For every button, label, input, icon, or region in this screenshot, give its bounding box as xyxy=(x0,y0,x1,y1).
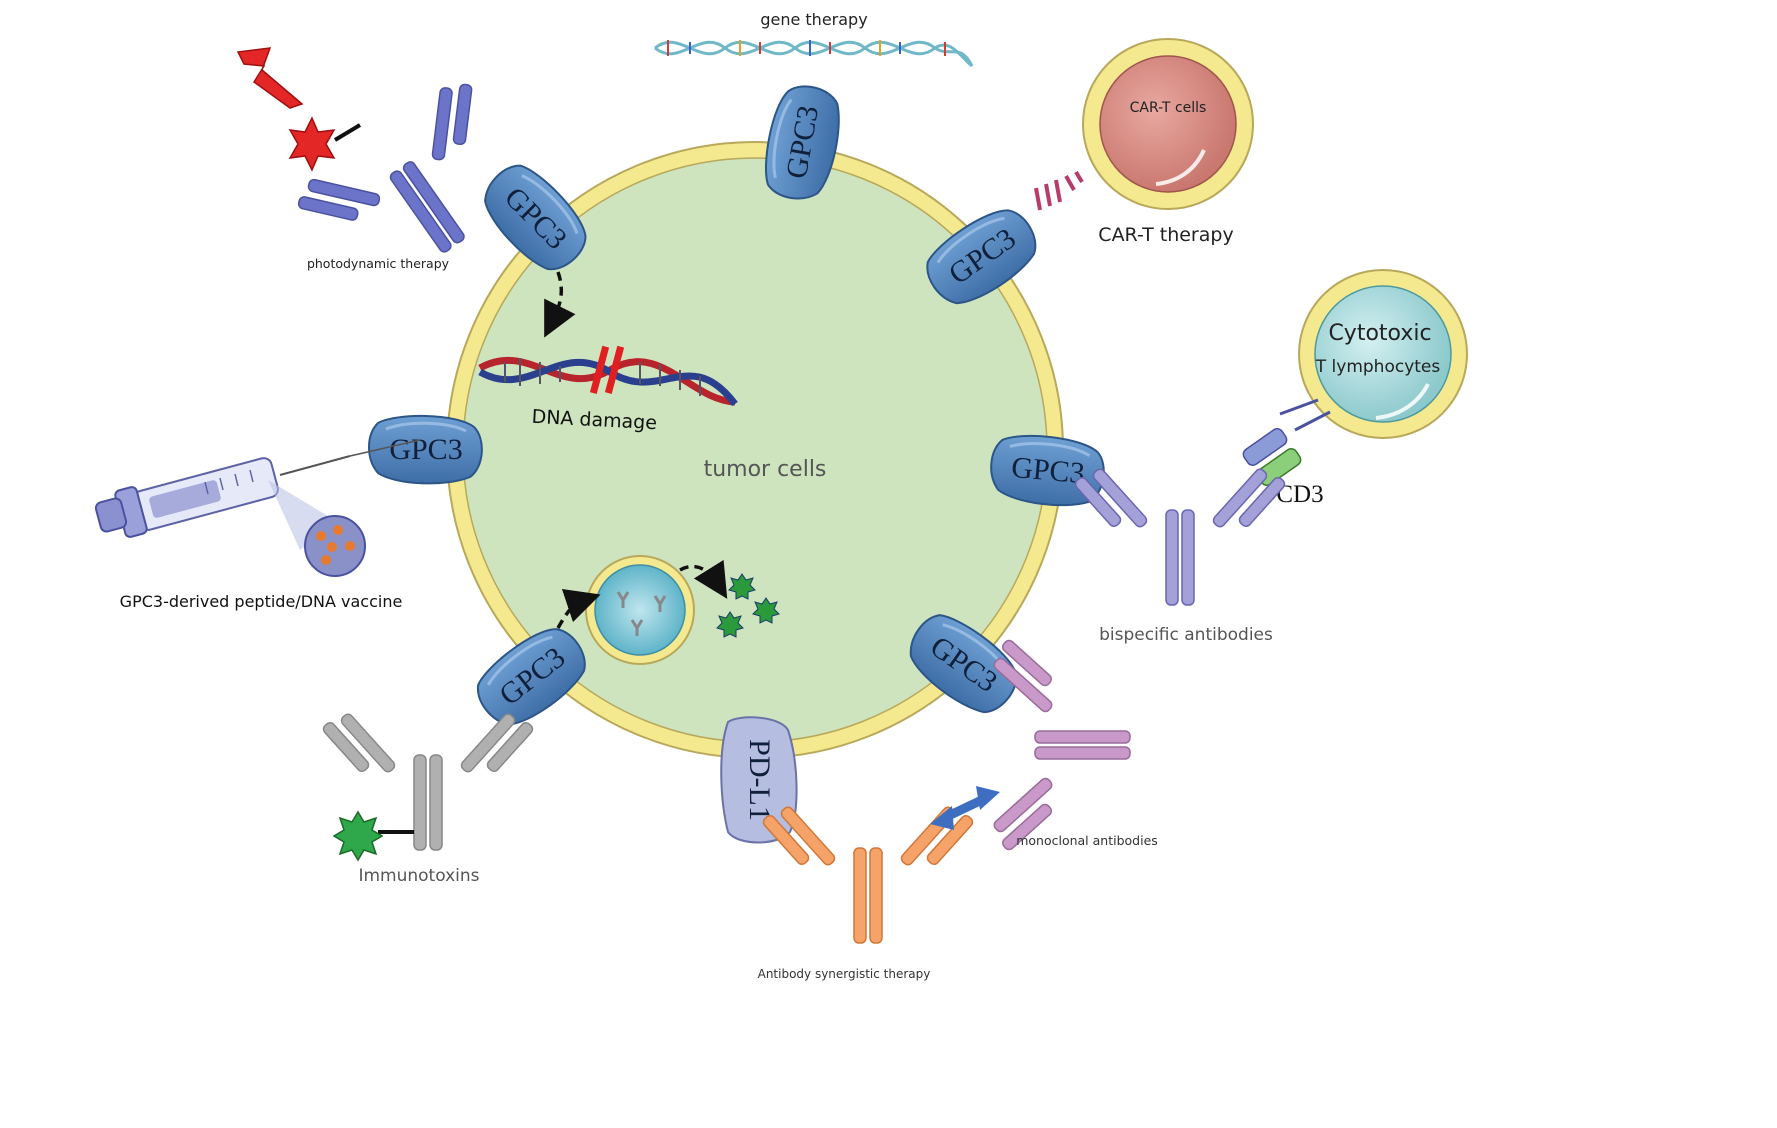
tumor-cells-label: tumor cells xyxy=(704,457,827,482)
car-t-cells-label: CAR-T cells xyxy=(1130,100,1207,116)
photodynamic-therapy-label: photodynamic therapy xyxy=(307,256,450,271)
antibody-synergistic-therapy-label: Antibody synergistic therapy xyxy=(758,967,931,981)
car-t-cell-icon xyxy=(1082,38,1254,210)
toxin-icon xyxy=(332,810,384,862)
photosensitizer-icon xyxy=(288,116,336,172)
dna-damage-arrow xyxy=(544,271,576,338)
car-t-therapy-label: CAR-T therapy xyxy=(1098,224,1233,246)
gene-therapy-label: gene therapy xyxy=(760,10,867,29)
gpc3-receptor-top: GPC3 xyxy=(758,79,848,206)
svg-text:GPC3: GPC3 xyxy=(1010,451,1086,490)
endocytic-vesicle-icon xyxy=(585,555,695,665)
gene-therapy-dna-icon xyxy=(654,40,974,68)
gpc3-receptor-bottom-right: GPC3 xyxy=(896,602,1031,726)
gpc3-receptor-top-right: GPC3 xyxy=(914,195,1050,319)
svg-text:PD-L1: PD-L1 xyxy=(743,739,776,821)
monoclonal-antibody-icon xyxy=(991,637,1131,853)
vaccine-label: GPC3-derived peptide/DNA vaccine xyxy=(120,592,403,611)
bispecific-antibody-icon xyxy=(1072,466,1288,606)
internalization-arrow xyxy=(556,588,601,629)
needle-line xyxy=(349,439,421,457)
ctl-cell-icon xyxy=(1298,269,1468,439)
cd3-receptor-icon xyxy=(1242,398,1331,486)
car-receptor-icon xyxy=(1034,170,1084,211)
svg-text:GPC3: GPC3 xyxy=(389,433,462,466)
toxin-particles-icon xyxy=(716,573,780,638)
monoclonal-antibodies-label: monoclonal antibodies xyxy=(1016,833,1158,848)
synergy-double-arrow xyxy=(930,786,1000,830)
gpc3-receptor-right: GPC3 xyxy=(986,430,1109,511)
ctl-label-line1: Cytotoxic xyxy=(1328,321,1431,346)
release-arrow xyxy=(679,559,728,599)
gpc3-receptor-left: GPC3 xyxy=(367,414,484,485)
bispecific-antibodies-label: bispecific antibodies xyxy=(1099,625,1273,645)
photosensitizer-linker xyxy=(333,123,362,142)
lightning-icon xyxy=(236,47,304,109)
pdl1-receptor: PD-L1 xyxy=(720,716,798,844)
vaccine-particle-icon xyxy=(304,515,366,577)
immunotoxins-label: Immunotoxins xyxy=(358,866,479,886)
ctl-label-line2: T lymphocytes xyxy=(1315,357,1441,377)
dna-damage-icon xyxy=(478,345,738,407)
